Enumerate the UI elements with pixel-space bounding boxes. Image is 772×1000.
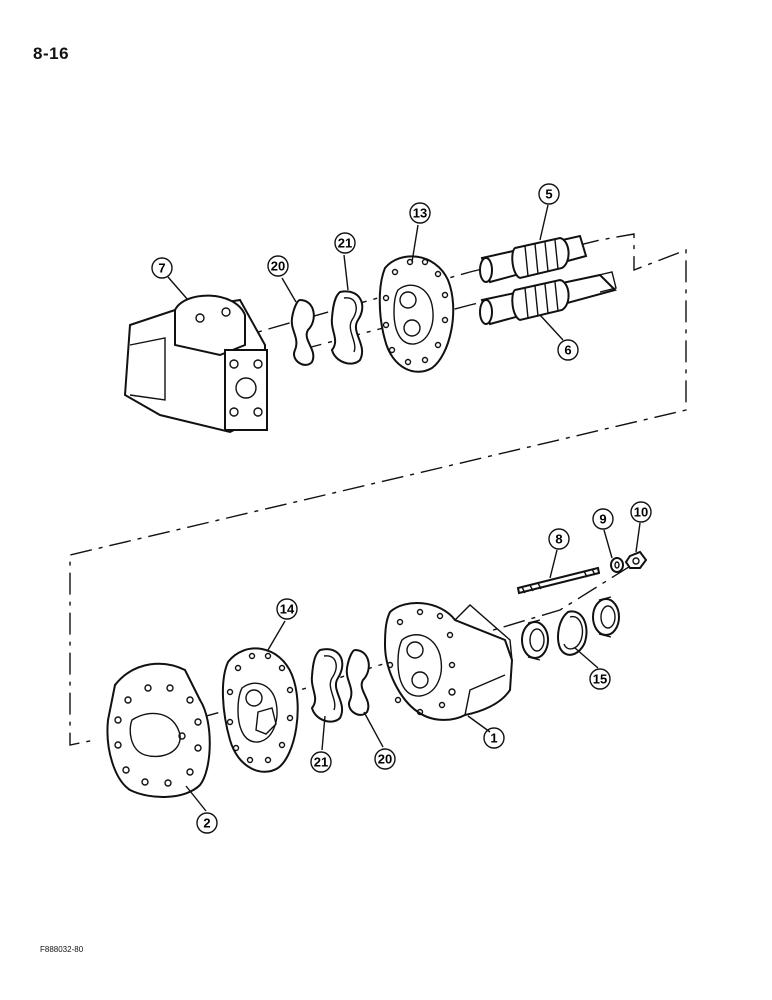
callout-9-label: 9 xyxy=(599,512,606,527)
callout-1: 1 xyxy=(483,727,505,749)
callout-14-label: 14 xyxy=(280,602,295,617)
seal-bottom xyxy=(345,648,370,716)
stud xyxy=(516,566,601,595)
page-number: 8-16 xyxy=(33,44,70,63)
callout-2: 2 xyxy=(196,812,218,834)
callout-5: 5 xyxy=(538,183,560,205)
figure-code: F888032-80 xyxy=(40,945,84,954)
idler-gear xyxy=(479,234,588,284)
callout-14: 14 xyxy=(276,598,298,620)
bearing-left xyxy=(521,619,549,661)
nut xyxy=(624,550,648,569)
callout-6-label: 6 xyxy=(564,343,571,358)
callout-15-label: 15 xyxy=(593,672,607,687)
bearing-right xyxy=(592,596,620,638)
gasket-bottom xyxy=(310,648,344,723)
gasket-top xyxy=(330,290,364,365)
callout-13-label: 13 xyxy=(413,206,427,221)
callout-1-label: 1 xyxy=(490,731,497,746)
callout-8: 8 xyxy=(548,528,570,550)
front-cover xyxy=(106,662,211,798)
callout-21-bottom: 21 xyxy=(310,751,332,773)
callout-8-label: 8 xyxy=(555,532,562,547)
callout-7: 7 xyxy=(151,257,173,279)
callout-21-bottom-label: 21 xyxy=(314,755,328,770)
callout-20-top: 20 xyxy=(267,255,289,277)
wear-plate-bottom xyxy=(221,647,299,773)
wear-plate-top xyxy=(378,255,455,373)
callout-2-label: 2 xyxy=(203,816,210,831)
callout-5-label: 5 xyxy=(545,187,552,202)
callout-20-bottom-label: 20 xyxy=(378,752,392,767)
callout-7-label: 7 xyxy=(158,261,165,276)
washer xyxy=(610,557,624,573)
callout-20-top-label: 20 xyxy=(271,259,285,274)
callout-13: 13 xyxy=(409,202,431,224)
callout-10-label: 10 xyxy=(634,505,648,520)
callout-9: 9 xyxy=(592,508,614,530)
front-body xyxy=(383,601,514,721)
callout-15: 15 xyxy=(589,668,611,690)
callout-20-bottom: 20 xyxy=(374,748,396,770)
callout-10: 10 xyxy=(630,501,652,523)
leader-lines xyxy=(167,204,641,812)
callout-6: 6 xyxy=(557,339,579,361)
callout-21-top: 21 xyxy=(334,232,356,254)
drive-gear xyxy=(479,271,617,326)
snap-ring xyxy=(557,610,588,656)
callout-21-top-label: 21 xyxy=(338,236,352,251)
rear-housing xyxy=(123,294,268,434)
seal-top xyxy=(290,298,315,366)
